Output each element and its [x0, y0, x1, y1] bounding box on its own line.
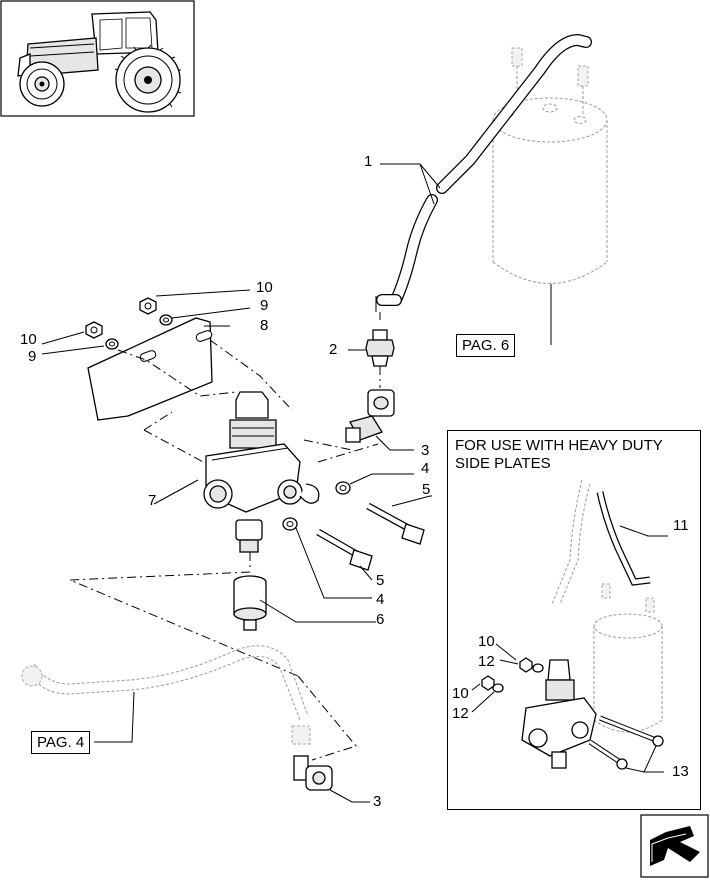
- callout-12-inset-top: 12: [478, 653, 495, 670]
- callout-4-lower: 4: [376, 591, 385, 608]
- callout-6: 6: [376, 611, 385, 628]
- page-ref-pag-6[interactable]: PAG. 6: [456, 334, 516, 358]
- tractor-icon: [0, 0, 195, 117]
- callout-2: 2: [329, 341, 338, 358]
- bolt-part-5-lower: [316, 528, 373, 571]
- callout-13: 13: [672, 763, 689, 780]
- elbow-fitting-part-3-lower: [293, 755, 333, 791]
- bracket-plate-part-8: [87, 317, 213, 421]
- callout-7: 7: [148, 492, 157, 509]
- page-turn-arrow-icon[interactable]: [640, 814, 709, 878]
- callout-11: 11: [673, 517, 689, 534]
- page-ref-pag-4[interactable]: PAG. 4: [31, 731, 91, 755]
- callout-1: 1: [364, 153, 373, 170]
- callout-3-lower: 3: [373, 793, 382, 810]
- callout-4-right: 4: [421, 460, 430, 477]
- washer-part-9-left: [105, 338, 119, 350]
- heavy-duty-inset-frame: [447, 430, 701, 810]
- callout-5-lower: 5: [376, 572, 385, 589]
- air-tank-ghost: [492, 47, 608, 345]
- bolt-part-5-right: [366, 502, 425, 545]
- washer-part-9-top: [159, 314, 173, 326]
- callout-9-top: 9: [260, 297, 269, 314]
- elbow-fitting-part-3-upper: [345, 389, 395, 443]
- lower-pipe-ghost: [21, 645, 311, 745]
- washer-part-4-lower: [282, 517, 298, 531]
- washer-part-4-right: [335, 481, 351, 495]
- nut-part-10-top: [139, 297, 157, 315]
- connector-fitting-part-2: [365, 329, 395, 388]
- callout-10-inset-top: 10: [478, 633, 495, 650]
- air-pipe-part-1: [375, 33, 592, 320]
- pressure-valve-part-7: [203, 391, 320, 570]
- inset-illustration: [481, 479, 664, 770]
- callout-9-left: 9: [28, 348, 37, 365]
- callout-10-left: 10: [20, 331, 37, 348]
- callout-5-right: 5: [422, 481, 431, 498]
- inset-title: FOR USE WITH HEAVY DUTY SIDE PLATES: [455, 437, 663, 473]
- inset-title-line-2: SIDE PLATES: [455, 455, 551, 472]
- filter-part-6: [233, 575, 267, 631]
- callout-10-top: 10: [256, 279, 273, 296]
- callout-3-upper: 3: [421, 442, 430, 459]
- inset-title-line-1: FOR USE WITH HEAVY DUTY: [455, 437, 663, 454]
- callout-10-inset-lower: 10: [452, 685, 469, 702]
- callout-12-inset-lower: 12: [452, 705, 469, 722]
- callout-8: 8: [260, 317, 269, 334]
- nut-part-10-left: [85, 321, 103, 339]
